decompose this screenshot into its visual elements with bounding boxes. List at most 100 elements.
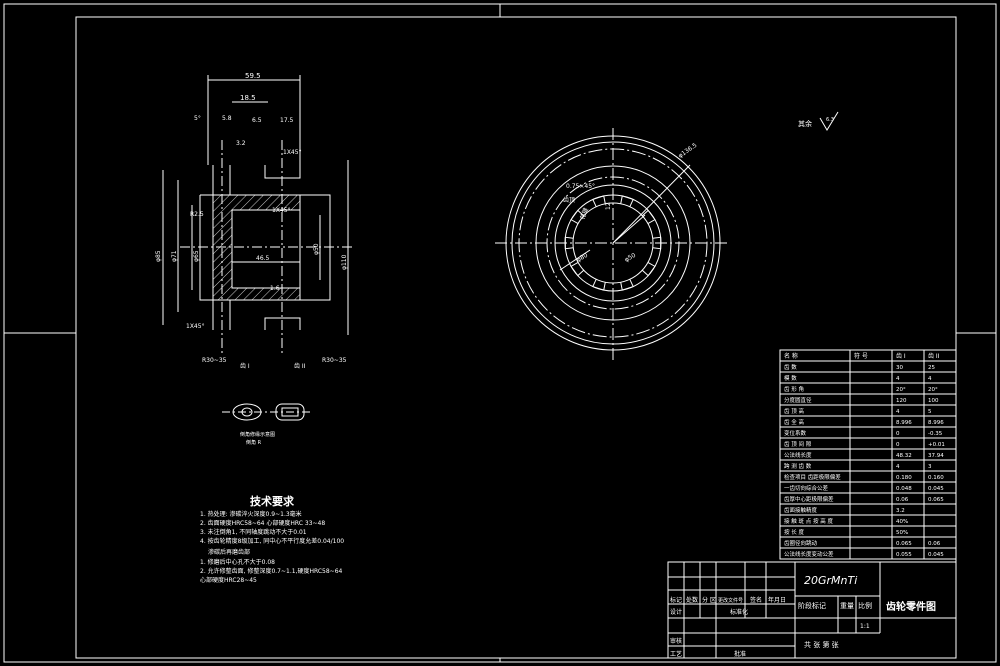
table-header-cell: 符 号 bbox=[854, 352, 868, 360]
surface-finish-label: 其余 bbox=[798, 119, 812, 128]
table-cell: 跨 测 齿 数 bbox=[784, 462, 812, 470]
note-item: 4. 按齿轮精度8级加工, 同中心不平行度允差0.04/100 bbox=[200, 537, 344, 545]
note-sub-item: 1. 修磨后中心孔不大于0.08 bbox=[200, 558, 275, 566]
dim-top-c: 6.5 bbox=[252, 117, 262, 124]
table-cell: 模 数 bbox=[784, 374, 797, 382]
spline-tooth bbox=[620, 279, 634, 291]
table-cell: 0.065 bbox=[928, 497, 944, 503]
dim-top-e: 5.8 bbox=[222, 115, 232, 122]
tb-stage: 阶段标记 bbox=[798, 601, 826, 610]
note-item: 1. 热处理: 渗碳淬火深度0.9~1.3毫米 bbox=[200, 510, 302, 518]
inner-border bbox=[75, 16, 957, 659]
tb-sheets: 共 张 第 张 bbox=[804, 640, 839, 649]
dim-chamfer-bottom: 1X45° bbox=[186, 323, 205, 330]
table-cell: 一齿切向综合公差 bbox=[784, 484, 829, 492]
spline-tooth bbox=[620, 195, 634, 207]
front-dim-inner: φ50 bbox=[624, 252, 638, 264]
dim-top-a: 18.5 bbox=[240, 94, 256, 102]
table-cell: 40% bbox=[896, 519, 908, 525]
notes-heading: 技术要求 bbox=[250, 494, 295, 508]
title-material: 20GrMnTi bbox=[804, 574, 857, 587]
table-header-cell: 齿 I bbox=[896, 352, 906, 360]
table-cell: 0.065 bbox=[896, 541, 912, 547]
table-cell: 齿面接触精度 bbox=[784, 506, 818, 514]
tb-sign: 签名 bbox=[750, 596, 762, 604]
table-cell: 0.180 bbox=[896, 475, 912, 481]
table-cell: 0.045 bbox=[928, 486, 944, 492]
tb-check: 审核 bbox=[670, 637, 682, 645]
spline-teeth bbox=[564, 195, 662, 291]
dim-left-1: φ85 bbox=[155, 250, 162, 262]
table-cell: 公法线长度变动公差 bbox=[784, 550, 834, 558]
table-cell: 4 bbox=[928, 376, 932, 382]
table-cell: 齿 顶 高 bbox=[784, 407, 804, 415]
dim-left-4: φ65 bbox=[193, 250, 200, 262]
table-cell: 齿 形 角 bbox=[784, 385, 804, 393]
notes-sub-heading: 渗碳后再磨齿部 bbox=[208, 548, 250, 556]
tb-date: 年月日 bbox=[768, 596, 786, 604]
front-label-a: 齿顶 bbox=[563, 196, 575, 204]
table-cell: 3 bbox=[928, 464, 932, 470]
table-cell: 4 bbox=[896, 464, 900, 470]
front-dim-pitch: φ80 bbox=[576, 252, 590, 264]
detail-sketch bbox=[222, 403, 312, 421]
table-cell: 48.32 bbox=[896, 453, 912, 459]
title-drawing-name: 齿轮零件图 bbox=[886, 600, 936, 613]
table-cell: 4 bbox=[896, 409, 900, 415]
table-cell: 齿 顶 间 隙 bbox=[784, 440, 812, 448]
table-cell: 公法线长度 bbox=[784, 451, 812, 459]
tb-scale-value: 1:1 bbox=[860, 623, 870, 630]
table-header-cell: 名 称 bbox=[784, 352, 798, 360]
table-cell: +0.01 bbox=[928, 442, 945, 448]
detail-note-line2: 倒角 R bbox=[246, 439, 262, 446]
dim-left-3: φ71 bbox=[171, 250, 178, 262]
note-item: 3. 未注倒角1, 不同轴度跳动不大于0.01 bbox=[200, 528, 307, 536]
roughness-symbol bbox=[819, 111, 839, 131]
table-cell: 30 bbox=[896, 365, 903, 371]
dim-chamfer-inner: 1X45° bbox=[272, 207, 291, 214]
spline-tooth bbox=[570, 209, 585, 224]
table-cell: 0.06 bbox=[896, 497, 909, 503]
table-cell: 0 bbox=[896, 442, 900, 448]
table-cell: 5 bbox=[928, 409, 932, 415]
tb-mark: 标记 bbox=[670, 596, 682, 604]
front-dim-outer: φ136.5 bbox=[677, 142, 698, 160]
spline-tooth bbox=[570, 262, 585, 277]
table-cell: 8.996 bbox=[928, 420, 944, 426]
table-cell: 齿 数 bbox=[784, 363, 797, 371]
tb-weight: 重量 bbox=[840, 602, 854, 610]
tb-scale: 比例 bbox=[858, 601, 872, 610]
dim-r-right: R30~35 bbox=[322, 357, 347, 364]
tb-process: 工艺 bbox=[670, 650, 682, 658]
table-cell: 0.055 bbox=[896, 552, 912, 558]
detail-b-label: 齿 II bbox=[294, 362, 306, 370]
table-cell: 变位系数 bbox=[784, 429, 807, 437]
spline-tooth bbox=[641, 262, 656, 277]
table-cell: 4 bbox=[896, 376, 900, 382]
spline-tooth bbox=[652, 236, 662, 250]
table-cell: 齿 全 高 bbox=[784, 418, 804, 426]
table-cell: 3.2 bbox=[896, 508, 905, 514]
roughness-2: 3.2 bbox=[236, 140, 246, 147]
tb-zone: 分 区 bbox=[702, 596, 716, 604]
tb-doc: 更改文件号 bbox=[718, 597, 743, 604]
note-sub-item: 2. 允许修整齿面, 修整深度0.7~1.1,硬度HRC58~64 bbox=[200, 567, 343, 575]
table-cell: 37.94 bbox=[928, 453, 944, 459]
spline-tooth bbox=[592, 195, 606, 207]
front-dim-spline: 12 bbox=[605, 202, 612, 210]
notes-sub-list: 1. 修磨后中心孔不大于0.082. 允许修整齿面, 修整深度0.7~1.1,硬… bbox=[200, 558, 343, 584]
front-view bbox=[495, 128, 730, 360]
table-cell: 20° bbox=[928, 387, 938, 393]
note-item: 2. 齿面硬度HRC58~64 心部硬度HRC 33~48 bbox=[200, 519, 325, 527]
table-cell: 0.048 bbox=[896, 486, 912, 492]
section-view bbox=[162, 75, 355, 355]
table-cell: 分度圆直径 bbox=[784, 396, 812, 404]
dim-top-d: 17.5 bbox=[280, 117, 294, 124]
dim-right-2: φ50 bbox=[313, 243, 320, 255]
table-cell: 检查项目 齿距极限偏差 bbox=[784, 473, 841, 481]
table-cell: 20° bbox=[896, 387, 906, 393]
note-sub-item: 心部硬度HRC28~45 bbox=[200, 576, 257, 584]
